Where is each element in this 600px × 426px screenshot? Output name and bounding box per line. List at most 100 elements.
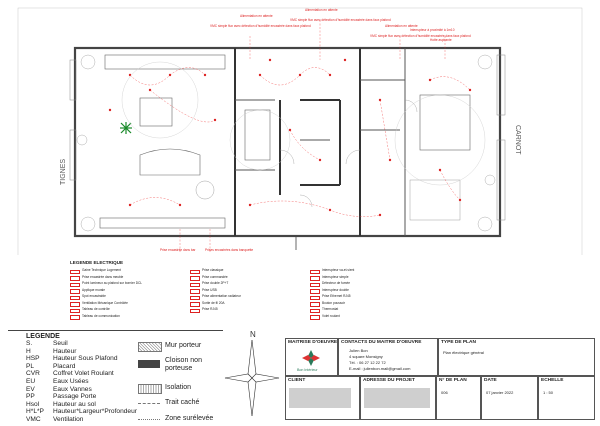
electrical-legend-label: Tableau de communication bbox=[82, 313, 120, 318]
planters bbox=[76, 54, 496, 232]
legend-symbol-label: Isolation bbox=[165, 384, 192, 391]
electrical-symbol-icon bbox=[70, 289, 80, 294]
scale-header: ECHELLE bbox=[541, 378, 564, 383]
electrical-legend-label: Applique murale bbox=[82, 287, 106, 292]
electrical-symbol-icon bbox=[70, 315, 80, 320]
north-arrow-icon: N bbox=[224, 330, 280, 417]
contact-email: E-mail : julienbon.mail@gmail.com bbox=[349, 366, 411, 371]
plan-annotation: Alimentation en attente bbox=[385, 24, 418, 28]
facade-wall bbox=[73, 46, 502, 238]
contact-address: 4 square Monsigny bbox=[349, 354, 383, 359]
legend-symbols: Mur porteur Cloison non porteuse Isolati… bbox=[138, 338, 223, 426]
floor-plan: TIGNES CARNOT bbox=[17, 7, 583, 255]
electrical-legend-label: Interrupteur double bbox=[322, 287, 349, 292]
electrical-legend-label: Gaine Technique Logement bbox=[82, 268, 121, 272]
electrical-symbol-icon bbox=[310, 269, 320, 274]
electrical-legend-label: Prise Ethernet RJ45 bbox=[322, 294, 351, 298]
legend-label: Hauteur*Largeur*Profondeur bbox=[53, 408, 137, 416]
electrical-symbol-icon bbox=[310, 308, 320, 313]
legend-label: Hauteur bbox=[53, 347, 77, 355]
electrical-legend-label: Prise double 2P+T bbox=[202, 281, 229, 285]
plan-annotation: Prise encastrée dans bar bbox=[160, 248, 196, 252]
legend-code: EU bbox=[26, 378, 36, 385]
bed bbox=[419, 94, 471, 151]
project-address-header: ADRESSE DU PROJET bbox=[363, 378, 415, 383]
client-header: CLIENT bbox=[288, 378, 306, 383]
load-bearing-walls bbox=[234, 48, 361, 236]
electrical-symbol-icon bbox=[70, 282, 80, 287]
contact-phone: Tél. : 06 27 12 22 72 bbox=[349, 360, 386, 365]
electrical-legend-label: Interrupteur simple bbox=[322, 274, 349, 279]
electrical-legend-title: LEGENDE ELECTRIQUE bbox=[70, 260, 124, 265]
legend-code: VMC bbox=[26, 416, 41, 423]
legend-code: PP bbox=[26, 393, 35, 401]
legend-code: H*L*P bbox=[26, 408, 44, 416]
electrical-symbol-icon bbox=[190, 295, 200, 300]
hatch-symbol bbox=[138, 342, 162, 352]
electrical-symbol-icon bbox=[70, 308, 80, 313]
plan-number-value: 006 bbox=[441, 390, 448, 395]
legend-code: EV bbox=[26, 385, 35, 393]
electrical-legend-label: Sortie de fil 20A bbox=[202, 300, 225, 305]
plan-annotation: Prises encastrées dans banquette bbox=[205, 248, 254, 252]
electrical-legend-label: Interrupteur va-et-vient bbox=[322, 268, 355, 272]
legend-code: HSP bbox=[26, 355, 40, 363]
solid-wall-symbol bbox=[138, 360, 160, 368]
date-header: DATE bbox=[484, 378, 497, 383]
partition-walls bbox=[235, 48, 406, 236]
plan-annotation: VMC simple flux avec détection d'humidit… bbox=[370, 34, 471, 38]
electrical-symbol-icon bbox=[310, 282, 320, 287]
wiring bbox=[129, 20, 471, 252]
client-redacted bbox=[289, 388, 351, 408]
electrical-symbol-icon bbox=[310, 295, 320, 300]
street-label-left: TIGNES bbox=[60, 159, 67, 185]
electrical-symbol-icon bbox=[190, 308, 200, 313]
bed-2 bbox=[409, 179, 461, 221]
wardrobe bbox=[244, 109, 271, 161]
light-zones bbox=[121, 61, 486, 186]
plan-annotation: Alimentation en attente bbox=[305, 8, 338, 12]
electrical-legend-label: Point lumineux au plafond sur bornier DC… bbox=[82, 281, 143, 285]
legend-code: PL bbox=[26, 362, 35, 370]
address-redacted bbox=[364, 388, 430, 408]
legend-symbol-label: Trait caché bbox=[165, 399, 200, 406]
electrical-legend-label: Prise alimentation radiateur bbox=[202, 294, 241, 298]
door-swings bbox=[279, 99, 418, 208]
contact-name: Julien Bon bbox=[349, 348, 368, 353]
electrical-symbol-icon bbox=[190, 302, 200, 307]
moe-header: MAITRISE D'OEUVRE bbox=[288, 340, 338, 345]
contacts-header: CONTACTS DU MAITRE D'OEUVRE bbox=[341, 340, 422, 345]
electrical-legend-label: Thermostat bbox=[322, 307, 339, 311]
electrical-legend-label: Prise RJ45 bbox=[202, 307, 218, 311]
electrical-symbol-icon bbox=[310, 276, 320, 281]
legend-label: Seuil bbox=[53, 340, 68, 347]
electrical-legend-label: Prise commandée bbox=[202, 274, 228, 279]
logo-icon bbox=[302, 350, 320, 366]
legend-label: Passage Porte bbox=[53, 393, 97, 401]
legend-label: Hauteur au sol bbox=[53, 400, 96, 408]
electrical-legend-label: Ventilation Mécanique Contrôlée bbox=[82, 300, 128, 305]
street-label-right: CARNOT bbox=[514, 125, 521, 155]
north-label: N bbox=[250, 330, 256, 339]
electrical-legend-label: Spot encastrable bbox=[82, 294, 106, 298]
logo-text: Bon Intérieur bbox=[297, 368, 318, 372]
electrical-symbol-icon bbox=[310, 315, 320, 320]
electrical-legend-label: Tableau de contrôle bbox=[82, 307, 110, 311]
sheet-frame bbox=[17, 7, 583, 255]
plan-type-value: Plan électrique général bbox=[443, 350, 484, 355]
scale-value: 1 : 50 bbox=[543, 390, 554, 395]
plan-annotation: Interrupteur à proximité à 1m10 bbox=[410, 28, 455, 32]
electrical-legend-label: Prise classique bbox=[202, 268, 224, 272]
electrical-symbol-icon bbox=[190, 282, 200, 287]
plan-type-header: TYPE DE PLAN bbox=[441, 340, 476, 345]
sofa bbox=[139, 148, 201, 176]
electrical-symbol-icon bbox=[70, 295, 80, 300]
raised-zone-symbol bbox=[138, 419, 160, 420]
electrical-legend-label: Détecteur de fumée bbox=[322, 281, 350, 285]
legend-code: CVR bbox=[26, 370, 40, 378]
legend-code: Hsol bbox=[26, 400, 40, 408]
electrical-symbol-icon bbox=[70, 302, 80, 307]
legend-label: Eaux Vannes bbox=[53, 385, 92, 393]
